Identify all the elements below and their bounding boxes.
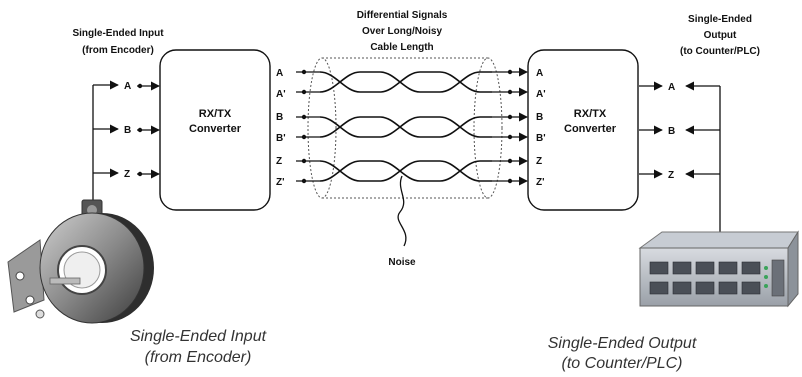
right-converter-line1: RX/TX <box>574 108 607 120</box>
plc-illustration <box>638 230 799 308</box>
input-bracket <box>92 80 119 205</box>
cable-shield <box>307 57 503 199</box>
noise-squiggle <box>397 175 407 247</box>
left-converter-line1: RX/TX <box>199 108 232 120</box>
noise-label: Noise <box>388 257 416 268</box>
right-diff-label-z-prime: Z' <box>536 177 545 188</box>
right-diff-label-b: B <box>536 112 543 123</box>
twisted-pair-b <box>296 112 528 142</box>
right-converter-line2: Converter <box>564 123 617 135</box>
cable-header-line3: Cable Length <box>370 42 433 53</box>
output-caption-line2: (to Counter/PLC) <box>562 355 683 372</box>
left-diff-label-b: B <box>276 112 283 123</box>
input-label-z: Z <box>124 169 130 180</box>
left-diff-label-a-prime: A' <box>276 89 286 100</box>
left-diff-label-a: A <box>276 68 283 79</box>
encoder-illustration <box>7 199 154 324</box>
input-header-line2: (from Encoder) <box>82 45 154 56</box>
right-diff-label-a-prime: A' <box>536 89 546 100</box>
left-diff-label-z: Z <box>276 156 282 167</box>
output-header-line2: Output <box>704 30 737 41</box>
output-bracket <box>685 81 721 232</box>
output-label-b: B <box>668 126 675 137</box>
encoder-caption-line1: Single-Ended Input <box>130 328 267 345</box>
twisted-pair-z <box>296 156 528 186</box>
output-header-line1: Single-Ended <box>688 14 752 25</box>
output-label-a: A <box>668 82 675 93</box>
cable-header-line1: Differential Signals <box>357 10 448 21</box>
left-converter-line2: Converter <box>189 123 242 135</box>
right-diff-label-b-prime: B' <box>536 133 546 144</box>
output-label-z: Z <box>668 170 674 181</box>
right-diff-label-z: Z <box>536 156 542 167</box>
twisted-pair-a <box>296 67 528 97</box>
left-converter-box <box>159 49 271 211</box>
input-label-a: A <box>124 81 131 92</box>
output-caption-line1: Single-Ended Output <box>548 335 697 352</box>
left-diff-label-b-prime: B' <box>276 133 286 144</box>
output-header-line3: (to Counter/PLC) <box>680 46 760 57</box>
input-header-line1: Single-Ended Input <box>72 28 164 39</box>
left-diff-label-z-prime: Z' <box>276 177 285 188</box>
cable-header-line2: Over Long/Noisy <box>362 26 442 37</box>
right-diff-label-a: A <box>536 68 543 79</box>
output-wires <box>639 81 663 179</box>
encoder-caption-line2: (from Encoder) <box>145 349 252 366</box>
input-label-b: B <box>124 125 131 136</box>
input-wires <box>137 81 160 179</box>
right-converter-box <box>527 49 639 211</box>
